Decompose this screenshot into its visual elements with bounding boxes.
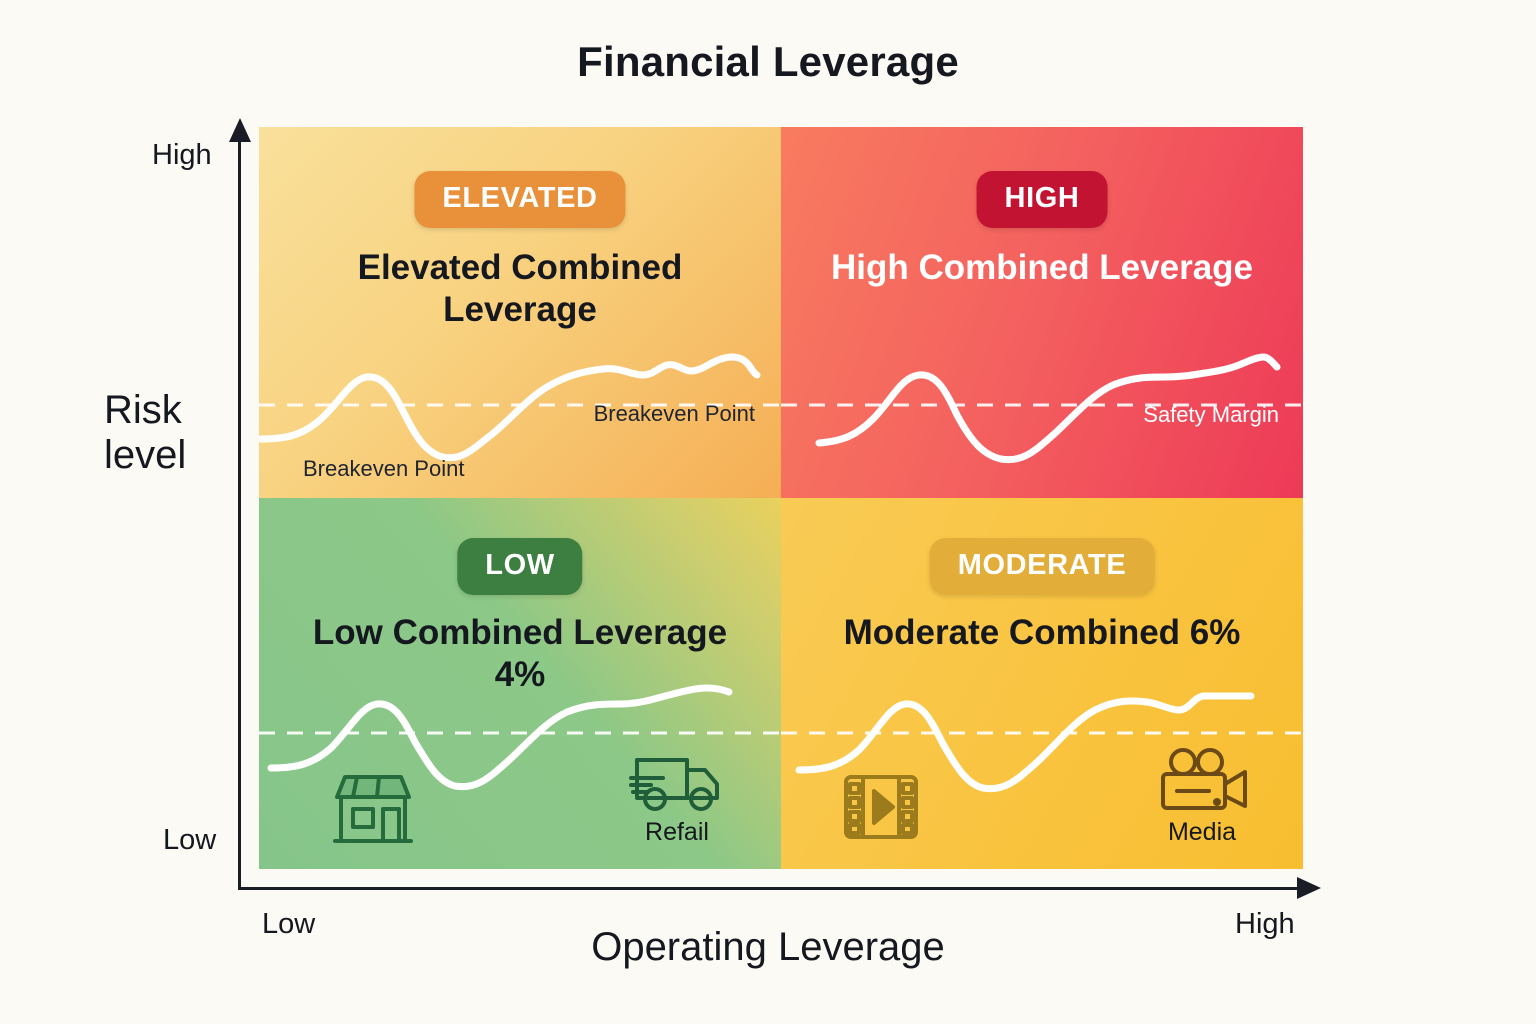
y-axis-title-line2: level <box>104 432 187 477</box>
quadrant-matrix: ELEVATED Elevated Combined Leverage Brea… <box>259 127 1303 869</box>
badge-low[interactable]: LOW <box>457 538 583 595</box>
x-axis-title: Operating Leverage <box>591 925 945 969</box>
quadrant-high[interactable]: HIGH High Combined Leverage Safety Margi… <box>781 127 1303 498</box>
y-axis-title: Risk level <box>104 388 234 478</box>
movie-camera-icon-block: Media <box>1153 748 1251 847</box>
y-axis-title-line1: Risk <box>104 388 182 432</box>
quadrant-heading-low: Low Combined Leverage 4% <box>312 613 728 694</box>
icon-caption-media: Media <box>1167 818 1237 846</box>
film-strip-icon <box>844 775 918 839</box>
film-strip-icon-block <box>841 771 921 843</box>
quadrant-heading-moderate: Moderate Combined 6% <box>843 613 1241 652</box>
x-axis-line <box>238 887 1303 890</box>
quadrant-moderate[interactable]: MODERATE Moderate Combined 6% <box>781 498 1303 869</box>
badge-high[interactable]: HIGH <box>976 171 1108 228</box>
y-axis-line <box>238 138 241 890</box>
delivery-truck-icon <box>629 758 719 811</box>
x-axis-arrow-icon <box>1297 877 1321 899</box>
y-axis-low-label: Low <box>163 824 217 856</box>
icon-caption-retail: Refail <box>645 818 709 846</box>
badge-elevated[interactable]: ELEVATED <box>414 171 626 228</box>
badge-moderate[interactable]: MODERATE <box>929 538 1155 595</box>
storefront-icon <box>333 775 413 843</box>
page-title: Financial Leverage <box>577 38 959 85</box>
annotation-safety-margin: Safety Margin <box>1143 402 1279 427</box>
quadrant-elevated[interactable]: ELEVATED Elevated Combined Leverage Brea… <box>259 127 781 498</box>
x-axis-low-label: Low <box>262 908 316 940</box>
movie-camera-icon <box>1161 748 1247 810</box>
y-axis-high-label: High <box>152 139 212 171</box>
annotation-breakeven-point-left: Breakeven Point <box>303 456 465 481</box>
quadrant-low[interactable]: LOW Low Combined Leverage 4% <box>259 498 781 869</box>
delivery-truck-icon-block: Refail <box>629 752 725 847</box>
x-axis-high-label: High <box>1235 908 1295 940</box>
quadrant-heading-elevated: Elevated Combined Leverage <box>357 248 683 329</box>
annotation-breakeven-point-right: Breakeven Point <box>593 401 755 426</box>
quadrant-heading-high: High Combined Leverage <box>830 248 1254 287</box>
storefront-icon-block <box>327 771 419 847</box>
y-axis-arrow-icon <box>229 118 251 142</box>
